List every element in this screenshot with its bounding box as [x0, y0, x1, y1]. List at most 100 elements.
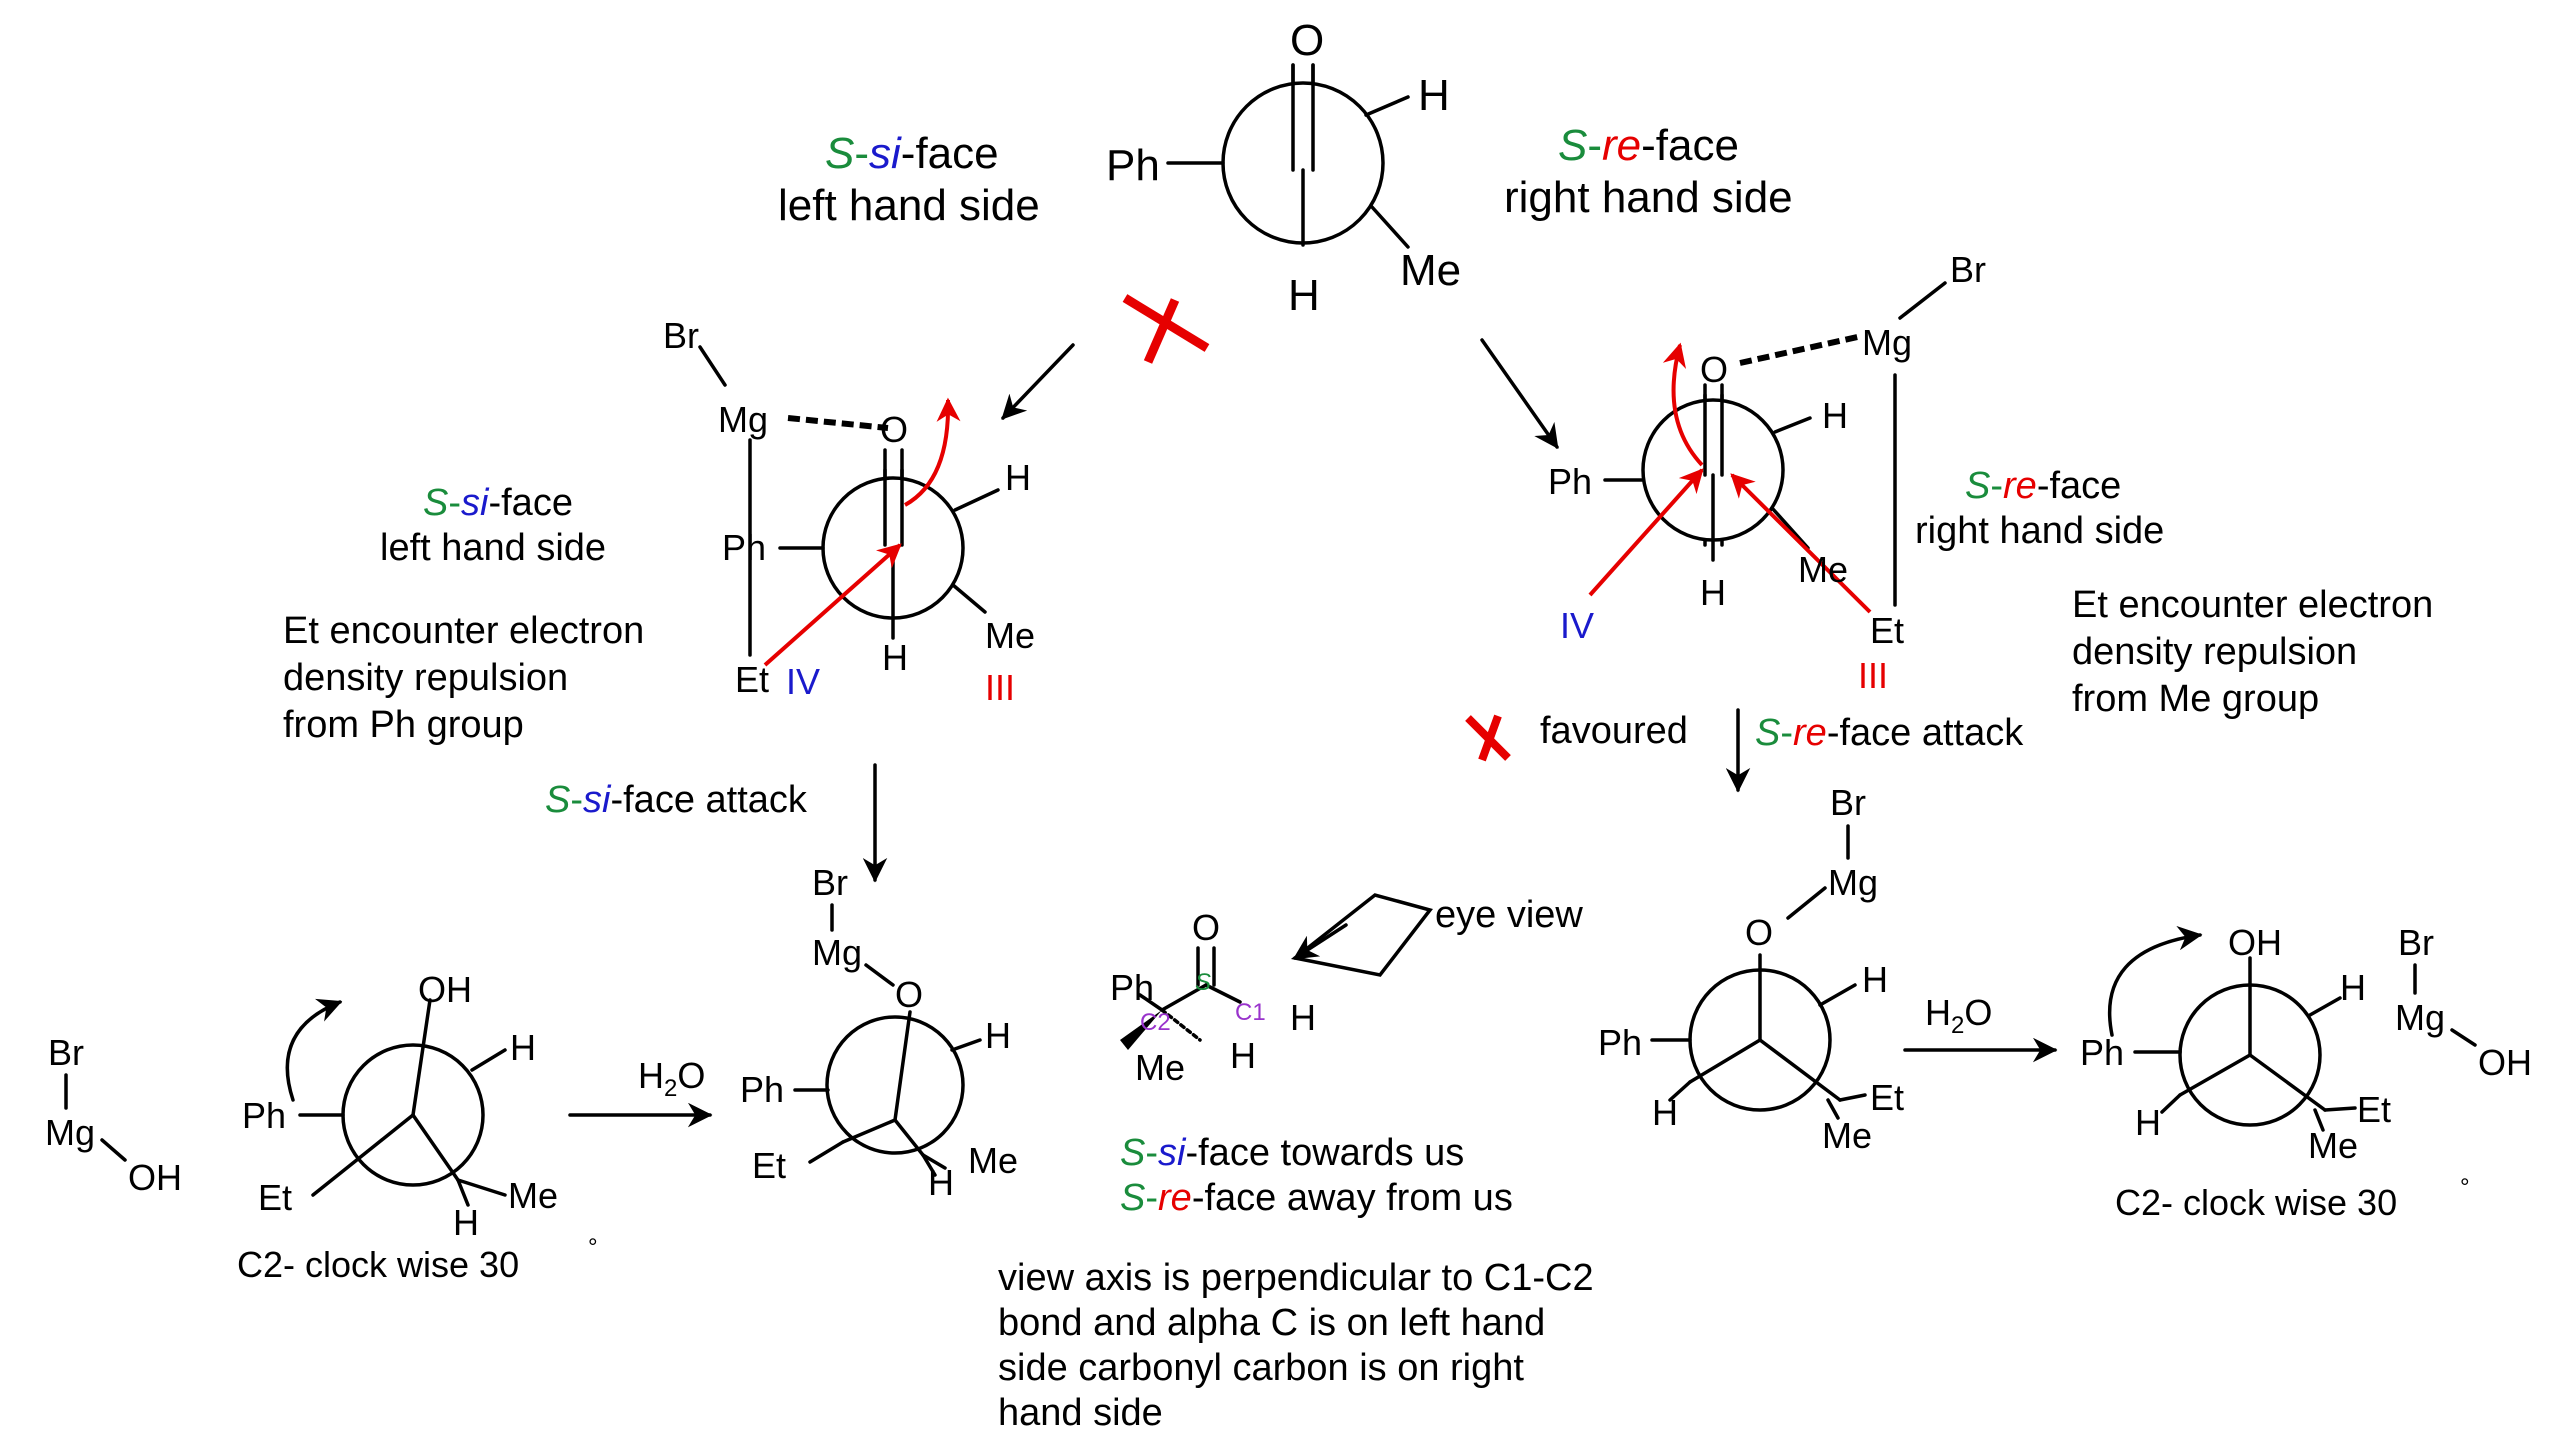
right-hydrolysis-arrow: H2O — [1903, 992, 2058, 1063]
atom-H: H — [2135, 1102, 2161, 1143]
degree-sign: ° — [588, 1234, 598, 1261]
atom-Me: Me — [1822, 1115, 1872, 1156]
atom-Ph: Ph — [1598, 1022, 1642, 1063]
atom-Me: Me — [508, 1175, 558, 1216]
atom-Et: Et — [735, 659, 769, 700]
label-III: III — [985, 667, 1015, 708]
atom-OH: OH — [2228, 922, 2282, 963]
face-si: si — [869, 129, 902, 178]
atom-Br: Br — [812, 862, 848, 903]
atom-OH: OH — [128, 1157, 182, 1198]
center-face-notes: S-si-face towards us S-re-face away from… — [998, 1132, 1594, 1434]
side-label: left hand side — [380, 527, 606, 569]
atom-H: H — [510, 1027, 536, 1068]
svg-text:S-re-face: S-re-face — [1965, 465, 2121, 507]
re-attack-step: favoured S-re-face attack — [1465, 708, 2024, 793]
face-re: re — [1602, 121, 1641, 170]
atom-Me: Me — [1798, 549, 1848, 590]
face-S: S — [1965, 465, 1990, 507]
atom-Me: Me — [968, 1140, 1018, 1181]
face-si: si — [583, 779, 612, 821]
atom-Ph: Ph — [740, 1069, 784, 1110]
right-mid-face-label: S-re-face right hand side Et encounter e… — [1915, 465, 2433, 720]
side-label: right hand side — [1915, 510, 2164, 552]
label-C1: C1 — [1235, 999, 1266, 1026]
si-attack-step: S-si-face attack — [545, 763, 888, 883]
brmgoh-right: Br Mg OH — [2395, 922, 2532, 1083]
face-S: S — [1120, 1177, 1145, 1219]
label-C2: C2 — [1140, 1009, 1171, 1036]
atom-H: H — [1005, 457, 1031, 498]
svg-text:S-re-face attack: S-re-face attack — [1755, 712, 2024, 754]
atom-O: O — [1700, 349, 1728, 390]
svg-text:S-si-face: S-si-face — [825, 129, 999, 178]
atom-Br: Br — [2398, 922, 2434, 963]
svg-text:S-si-face: S-si-face — [423, 482, 573, 524]
atom-H: H — [1700, 572, 1726, 613]
atom-Et: Et — [2357, 1089, 2391, 1130]
atom-Mg: Mg — [1828, 862, 1878, 903]
atom-Et: Et — [1870, 610, 1904, 651]
note-line: density repulsion — [283, 657, 568, 699]
label-III: III — [1858, 655, 1888, 696]
svg-text:S-re-face: S-re-face — [1558, 121, 1739, 170]
side-label: right hand side — [1504, 173, 1793, 222]
rotation-label: C2- clock wise 30 — [2115, 1182, 2397, 1223]
face-S: S — [1120, 1132, 1145, 1174]
atom-Br: Br — [1830, 782, 1866, 823]
arrow-to-right-approach — [1480, 338, 1559, 450]
svg-text:S-si-face towards us: S-si-face towards us — [1120, 1132, 1464, 1174]
atom-Me: Me — [985, 615, 1035, 656]
favoured-label: favoured — [1540, 710, 1688, 752]
left-hydrolysis-arrow: H2O — [568, 1055, 713, 1128]
center-ketone-view: O Ph S C2 C1 H Me H eye view — [1110, 893, 1583, 1088]
face-S: S — [423, 482, 448, 524]
top-ketone-newman: O H Ph Me H — [1106, 16, 1461, 320]
label-IV: IV — [1560, 605, 1594, 646]
atom-H: H — [985, 1015, 1011, 1056]
arrow-to-left-approach — [1001, 343, 1075, 420]
axis-note: side carbonyl carbon is on right — [998, 1347, 1524, 1389]
atom-Me: Me — [1135, 1047, 1185, 1088]
atom-H: H — [1290, 997, 1316, 1038]
atom-Ph: Ph — [242, 1095, 286, 1136]
face-S: S — [1755, 712, 1780, 754]
atom-O: O — [880, 409, 908, 450]
atom-H: H — [2340, 967, 2366, 1008]
atom-H: H — [1288, 271, 1320, 320]
atom-OH: OH — [418, 969, 472, 1010]
atom-Ph: Ph — [722, 527, 766, 568]
blocked-mark — [1122, 294, 1210, 364]
brmgoh-left: Br Mg OH — [45, 1032, 182, 1198]
atom-Br: Br — [48, 1032, 84, 1073]
face-S: S — [545, 779, 570, 821]
atom-H: H — [1862, 959, 1888, 1000]
atom-Mg: Mg — [1862, 322, 1912, 363]
right-alkoxide-newman: Br Mg O H Ph H Et Me — [1598, 782, 1904, 1156]
atom-Br: Br — [1950, 249, 1986, 290]
axis-note: hand side — [998, 1392, 1163, 1434]
face-re: re — [2003, 465, 2037, 507]
atom-H: H — [453, 1202, 479, 1243]
atom-Mg: Mg — [812, 932, 862, 973]
atom-Ph: Ph — [1110, 967, 1154, 1008]
note-line: Et encounter electron — [283, 610, 644, 652]
atom-O: O — [895, 974, 923, 1015]
svg-text:H2O: H2O — [1925, 992, 1992, 1039]
note-line: density repulsion — [2072, 631, 2357, 673]
left-mid-face-label: S-si-face left hand side Et encounter el… — [283, 482, 644, 746]
atom-Ph: Ph — [1106, 141, 1160, 190]
atom-O: O — [1192, 907, 1220, 948]
atom-Et: Et — [1870, 1077, 1904, 1118]
atom-Mg: Mg — [718, 399, 768, 440]
axis-note: bond and alpha C is on left hand — [998, 1302, 1545, 1344]
atom-H: H — [1652, 1092, 1678, 1133]
face-S: S — [1558, 121, 1587, 170]
face-si: si — [461, 482, 490, 524]
atom-Br: Br — [663, 315, 699, 356]
stereo-S: S — [1195, 969, 1211, 996]
side-label: left hand side — [778, 181, 1040, 230]
not-mark — [1465, 714, 1511, 762]
atom-H: H — [1418, 71, 1450, 120]
